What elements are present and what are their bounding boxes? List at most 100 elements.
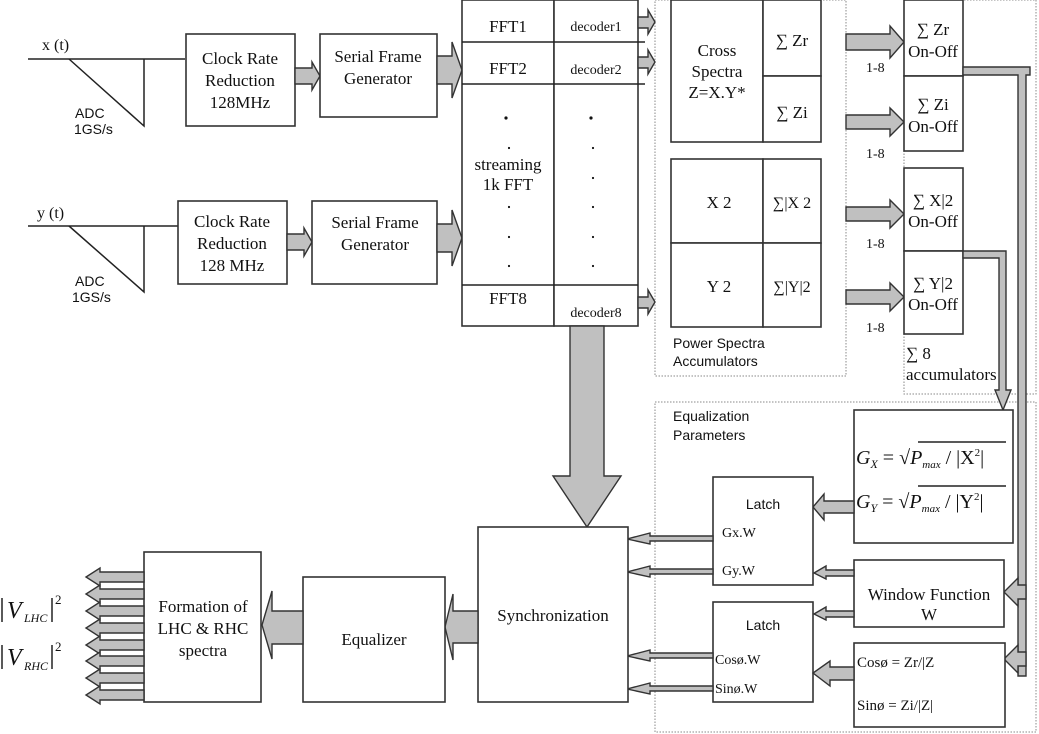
sum-zr-label: ∑ Zr bbox=[776, 31, 809, 50]
zr-onoff-line1: ∑ Zr bbox=[917, 20, 950, 39]
sum-x2-label: ∑|X 2 bbox=[773, 195, 811, 212]
cos-to-sync-arrow bbox=[626, 649, 714, 662]
x2-onoff-line2: On-Off bbox=[908, 212, 958, 231]
fft8-label: FFT8 bbox=[489, 289, 527, 308]
fft2-label: FFT2 bbox=[489, 59, 527, 78]
equalization-caption-line1: Equalization bbox=[673, 408, 749, 424]
y-adc-symbol bbox=[68, 225, 145, 294]
zr-range: 1-8 bbox=[866, 61, 885, 76]
x-clock-rate-line2: Reduction bbox=[205, 71, 275, 90]
x2-label: X 2 bbox=[706, 193, 731, 212]
x-adc-symbol bbox=[68, 58, 145, 128]
y-clock-rate-line1: Clock Rate bbox=[194, 212, 270, 231]
accumulators-block: 1-8 1-8 1-8 1-8 ∑ Zr On-Off ∑ Zi On-Off … bbox=[845, 0, 997, 384]
formation-box bbox=[143, 551, 262, 703]
output-arrow-6 bbox=[84, 650, 145, 672]
window-to-latch2-arrow bbox=[812, 605, 855, 622]
equalizer-to-formation-arrow bbox=[261, 590, 304, 660]
svg-text:2: 2 bbox=[55, 592, 62, 607]
decoder-column bbox=[553, 0, 639, 327]
output-arrow-4 bbox=[84, 617, 145, 639]
y-clock-rate-box bbox=[177, 200, 288, 285]
gx-to-sync-arrow bbox=[626, 532, 714, 545]
x2-box bbox=[670, 158, 764, 244]
equalization-group bbox=[654, 401, 1037, 733]
y2-label: Y 2 bbox=[707, 277, 731, 296]
formula-to-latch1-arrow bbox=[812, 492, 855, 522]
formation-line3: spectra bbox=[179, 641, 228, 660]
y-adc-label: ADC bbox=[75, 273, 105, 289]
sum-zi-label: ∑ Zi bbox=[776, 103, 808, 122]
gx-formula: GX = √Pmax / |X2| bbox=[856, 447, 984, 471]
zi-onoff-line1: ∑ Zi bbox=[917, 95, 949, 114]
svg-text:V: V bbox=[7, 598, 24, 624]
y-clock-to-serial-arrow bbox=[286, 225, 313, 259]
y2-accum-arrow bbox=[845, 281, 905, 313]
y-clock-rate-line2: Reduction bbox=[197, 234, 267, 253]
zi-accum-arrow bbox=[845, 106, 905, 138]
fft-block: FFT1 FFT2 streaming 1k FFT FFT8 decoder1… bbox=[461, 0, 656, 529]
decoder2-label: decoder2 bbox=[570, 63, 621, 78]
bus-to-window-arrow bbox=[1003, 576, 1027, 608]
y-serial-frame-line1: Serial Frame bbox=[331, 213, 418, 232]
latch1-gy: Gy.W bbox=[722, 564, 756, 579]
output-arrow-7 bbox=[84, 667, 145, 689]
x-adc-label: ADC bbox=[75, 105, 105, 121]
x2-onoff-line1: ∑ X|2 bbox=[913, 191, 954, 210]
fft1-label: FFT1 bbox=[489, 17, 527, 36]
window-function-line1: Window Function bbox=[868, 585, 991, 604]
sum-y2-label: ∑|Y|2 bbox=[773, 279, 810, 296]
y-clock-rate-line3: 128 MHz bbox=[200, 256, 265, 275]
cross-spectra-block: Cross Spectra Z=X.Y* ∑ Zr ∑ Zi bbox=[670, 0, 822, 143]
latch1-title: Latch bbox=[746, 496, 780, 512]
phase-sin-formula: Sinø = Zi/|Z| bbox=[857, 698, 933, 714]
latch2-title: Latch bbox=[746, 617, 780, 633]
gain-formula-box bbox=[853, 409, 1014, 544]
y-adc-rate: 1GS/s bbox=[72, 289, 111, 305]
svg-text:RHC: RHC bbox=[23, 659, 49, 673]
x-clock-rate-line3: 128MHz bbox=[210, 93, 271, 112]
formation-output-arrows bbox=[84, 566, 145, 706]
x2-accum-arrow bbox=[845, 198, 905, 230]
latch2-box bbox=[712, 601, 814, 703]
decoder8-label: decoder8 bbox=[570, 306, 621, 321]
synchronization-box bbox=[477, 526, 629, 703]
zr-accum-arrow bbox=[845, 24, 905, 60]
latch2-sin: Sinø.W bbox=[715, 682, 758, 697]
cross-spectra-box bbox=[670, 0, 764, 143]
formation-line1: Formation of bbox=[158, 597, 248, 616]
zr-onoff-line2: On-Off bbox=[908, 42, 958, 61]
phase-cos-formula: Cosø = Zr/|Z bbox=[857, 655, 934, 671]
power-spectra-block: X 2 Y 2 ∑|X 2 ∑|Y|2 Power Spectra Accumu… bbox=[670, 158, 822, 369]
svg-text:LHC: LHC bbox=[23, 611, 48, 625]
y-serial-frame-line2: Generator bbox=[341, 235, 409, 254]
cross-spectra-line2: Spectra bbox=[692, 62, 743, 81]
sync-to-equalizer-arrow bbox=[444, 593, 479, 661]
synchronization-label: Synchronization bbox=[497, 606, 609, 625]
power-spectra-caption-line1: Power Spectra bbox=[673, 335, 765, 351]
output-chain: Synchronization Equalizer Formation of L… bbox=[1, 526, 629, 706]
decoder1-label: decoder1 bbox=[570, 20, 621, 35]
sum-zr-box bbox=[762, 0, 822, 77]
power-spectra-caption-line2: Accumulators bbox=[673, 353, 758, 369]
y-input-chain: y (t) ADC 1GS/s Clock Rate Reduction 128… bbox=[28, 200, 463, 305]
output-arrow-1 bbox=[84, 566, 145, 588]
output-arrow-3 bbox=[84, 600, 145, 622]
phase-to-latch2-arrow bbox=[811, 659, 855, 688]
output-arrow-8 bbox=[84, 684, 145, 706]
sin-to-sync-arrow bbox=[626, 682, 714, 695]
y2-onoff-box bbox=[903, 250, 964, 335]
fft-ellipsis-dots bbox=[504, 116, 595, 268]
equalizer-box bbox=[302, 576, 446, 703]
fft-column bbox=[461, 0, 555, 327]
window-to-latch1-arrow bbox=[812, 564, 855, 581]
x-input-chain: x (t) ADC 1GS/s Clock Rate Reduction 128… bbox=[28, 33, 463, 137]
y-signal-label: y (t) bbox=[37, 205, 64, 222]
equalizer-label: Equalizer bbox=[341, 630, 406, 649]
y2-range: 1-8 bbox=[866, 321, 885, 336]
latch1-box bbox=[712, 476, 814, 586]
decoder8-output-arrow bbox=[637, 287, 656, 317]
y2-onoff-line1: ∑ Y|2 bbox=[913, 274, 953, 293]
phase-box bbox=[853, 642, 1006, 728]
zr-onoff-box bbox=[903, 0, 964, 77]
